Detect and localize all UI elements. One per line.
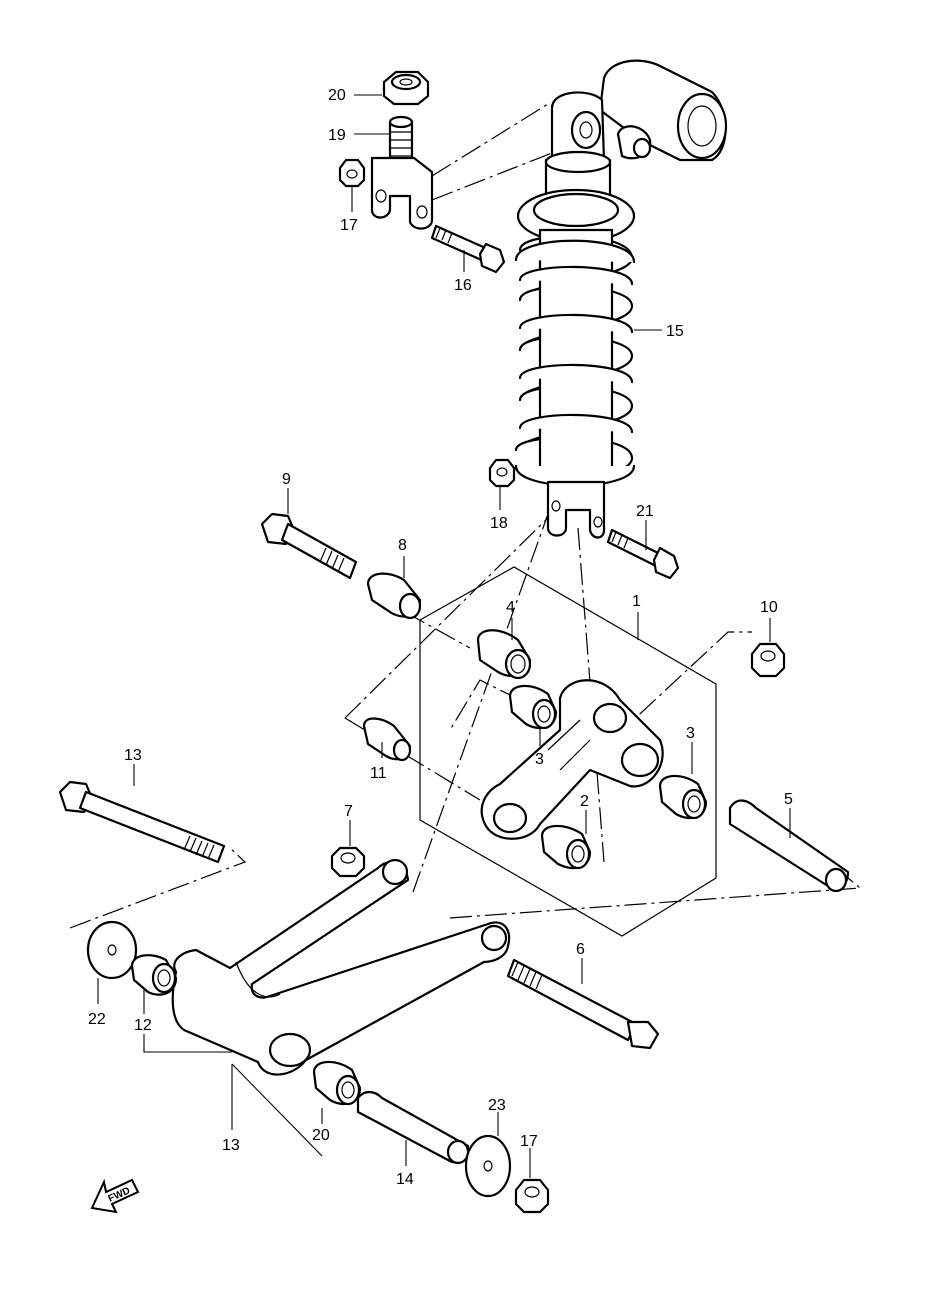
part-label-18: 15	[666, 323, 684, 340]
bolt-15	[58, 780, 226, 864]
nut-10	[750, 642, 786, 678]
guide-lines	[69, 103, 862, 929]
part-label-3-right: 3	[686, 725, 695, 742]
part-label-14: 14	[396, 1171, 414, 1188]
part-label-2: 2	[580, 793, 589, 810]
lower-shock-hardware	[488, 458, 680, 580]
part-label-20-upper: 17	[340, 217, 358, 234]
forward-arrow-icon: FWD	[90, 1178, 140, 1214]
washer-17-right	[464, 1134, 512, 1198]
nut-7	[330, 846, 366, 878]
part-label-15: 13	[124, 747, 142, 764]
part-label-11: 11	[370, 765, 387, 782]
nut-16	[514, 1178, 550, 1214]
part-label-4: 4	[506, 599, 515, 616]
cushion-lever	[476, 629, 708, 870]
part-label-16: 17	[520, 1133, 538, 1150]
forward-arrow-label: FWD	[107, 1185, 132, 1204]
part-label-12: 13	[222, 1137, 240, 1154]
part-label-17-left: 22	[88, 1011, 106, 1028]
bearing-13-left	[130, 954, 178, 996]
part-label-3-upper: 3	[535, 751, 544, 768]
part-label-22: 19	[328, 127, 346, 144]
part-label-10: 10	[760, 599, 778, 616]
washer-17-left	[86, 920, 138, 980]
part-label-13-left: 12	[134, 1017, 152, 1034]
part-label-8: 8	[398, 537, 407, 554]
bolt-9-collar-8	[260, 512, 422, 620]
shock-spring	[514, 228, 636, 487]
part-label-20-lower: 18	[490, 515, 508, 532]
link-assembly-box	[419, 566, 717, 937]
cushion-rod	[171, 858, 511, 1076]
part-label-13-right: 20	[312, 1127, 330, 1144]
upper-mount	[338, 70, 506, 274]
part-labels: 20 19 17 16 15 18 21 9 8 1 10 4 3 3 2 5 …	[88, 87, 793, 1188]
part-label-9: 9	[282, 471, 291, 488]
part-label-17-right: 23	[488, 1097, 506, 1114]
part-label-5: 5	[784, 791, 793, 808]
part-label-7: 7	[344, 803, 353, 820]
part-label-1: 1	[632, 593, 641, 610]
rear-shock-absorber	[514, 59, 728, 539]
bolt-6	[506, 958, 660, 1050]
part-label-6: 6	[576, 941, 585, 958]
part-label-23: 20	[328, 87, 346, 104]
part-label-21: 21	[636, 503, 654, 520]
part-label-19: 16	[454, 277, 472, 294]
leader-lines	[97, 94, 791, 1178]
bearing-13-right	[312, 1060, 362, 1106]
